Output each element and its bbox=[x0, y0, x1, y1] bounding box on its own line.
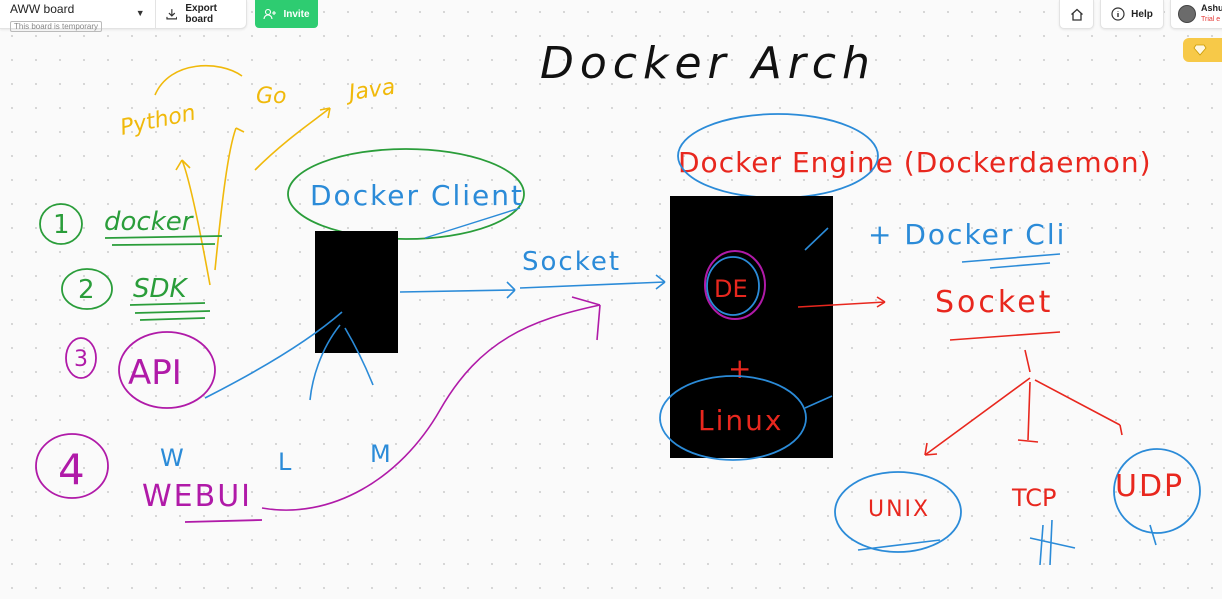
api-circle bbox=[118, 331, 216, 409]
avatar bbox=[1178, 5, 1196, 23]
de-label: DE bbox=[714, 275, 748, 303]
item-webui: WEBUI bbox=[142, 479, 252, 514]
plus-label: + bbox=[728, 352, 751, 385]
item-docker: docker bbox=[104, 207, 195, 237]
temporary-badge: This board is temporary bbox=[10, 21, 103, 32]
linux-circle bbox=[659, 375, 807, 461]
os-letter-w: W bbox=[160, 444, 184, 472]
socket-left-label: Socket bbox=[522, 247, 621, 277]
number-circle-4 bbox=[35, 433, 109, 499]
docker-underline bbox=[104, 235, 223, 246]
docker-client-box bbox=[315, 231, 398, 353]
udp-circle bbox=[1113, 448, 1201, 534]
number-2: 2 bbox=[78, 275, 95, 305]
socket-type-udp: UDP bbox=[1115, 469, 1184, 504]
os-letter-l: L bbox=[278, 448, 292, 476]
webui-underline bbox=[184, 519, 263, 523]
number-1: 1 bbox=[53, 210, 70, 240]
item-sdk: SDK bbox=[133, 274, 189, 304]
home-button[interactable] bbox=[1059, 0, 1094, 29]
number-4: 4 bbox=[58, 445, 85, 494]
user-name: Ashu bbox=[1201, 3, 1222, 13]
export-board-button[interactable]: Export board bbox=[156, 0, 246, 28]
board-title: AWW board bbox=[10, 2, 75, 16]
lang-go: Go bbox=[256, 84, 287, 109]
webui-to-engine-arrow bbox=[261, 296, 601, 511]
export-board-label: Export board bbox=[185, 3, 218, 25]
socket-type-tcp: TCP bbox=[1011, 484, 1056, 512]
chevron-down-icon[interactable]: ▼ bbox=[135, 8, 145, 18]
docker-client-circle bbox=[287, 148, 525, 240]
upgrade-button[interactable] bbox=[1183, 38, 1222, 62]
socket-branches bbox=[924, 349, 1123, 456]
trial-status: Trial e bbox=[1201, 16, 1221, 23]
socket-right-label: Socket bbox=[935, 285, 1053, 320]
add-user-icon bbox=[263, 8, 277, 20]
diamond-icon bbox=[1193, 44, 1207, 56]
sdk-underline bbox=[129, 302, 211, 321]
lang-python: Python bbox=[118, 101, 198, 141]
help-button[interactable]: Help bbox=[1100, 0, 1164, 29]
language-arrows bbox=[154, 65, 331, 286]
socket-type-unix: UNIX bbox=[868, 497, 930, 522]
number-3: 3 bbox=[74, 347, 88, 372]
user-menu[interactable]: Ashu Trial e bbox=[1170, 0, 1222, 29]
board-menu[interactable]: AWW board This board is temporary ▼ Expo… bbox=[0, 0, 247, 32]
invite-button[interactable]: Invite bbox=[255, 0, 318, 28]
board-name-dropdown[interactable]: AWW board This board is temporary ▼ bbox=[0, 0, 156, 32]
docker-engine-label: Docker Engine (Dockerdaemon) bbox=[678, 146, 1152, 179]
number-circle-1 bbox=[39, 203, 83, 245]
number-circle-2 bbox=[61, 268, 113, 310]
unix-circle bbox=[834, 471, 962, 553]
number-circle-3 bbox=[65, 337, 97, 379]
docker-client-label: Docker Client bbox=[310, 179, 524, 212]
lang-java: Java bbox=[343, 75, 396, 107]
client-connections bbox=[204, 274, 666, 401]
invite-label: Invite bbox=[283, 8, 310, 20]
docker-cli-label: + Docker Cli bbox=[868, 218, 1066, 251]
diagram-title: Docker Arch bbox=[540, 38, 876, 89]
home-icon bbox=[1070, 8, 1083, 21]
os-letter-m: M bbox=[370, 440, 391, 468]
info-icon bbox=[1111, 7, 1125, 21]
help-label: Help bbox=[1131, 8, 1153, 20]
item-api: API bbox=[128, 353, 182, 393]
tcp-strike bbox=[1029, 519, 1076, 566]
linux-label: Linux bbox=[698, 404, 783, 437]
download-icon bbox=[166, 9, 177, 20]
